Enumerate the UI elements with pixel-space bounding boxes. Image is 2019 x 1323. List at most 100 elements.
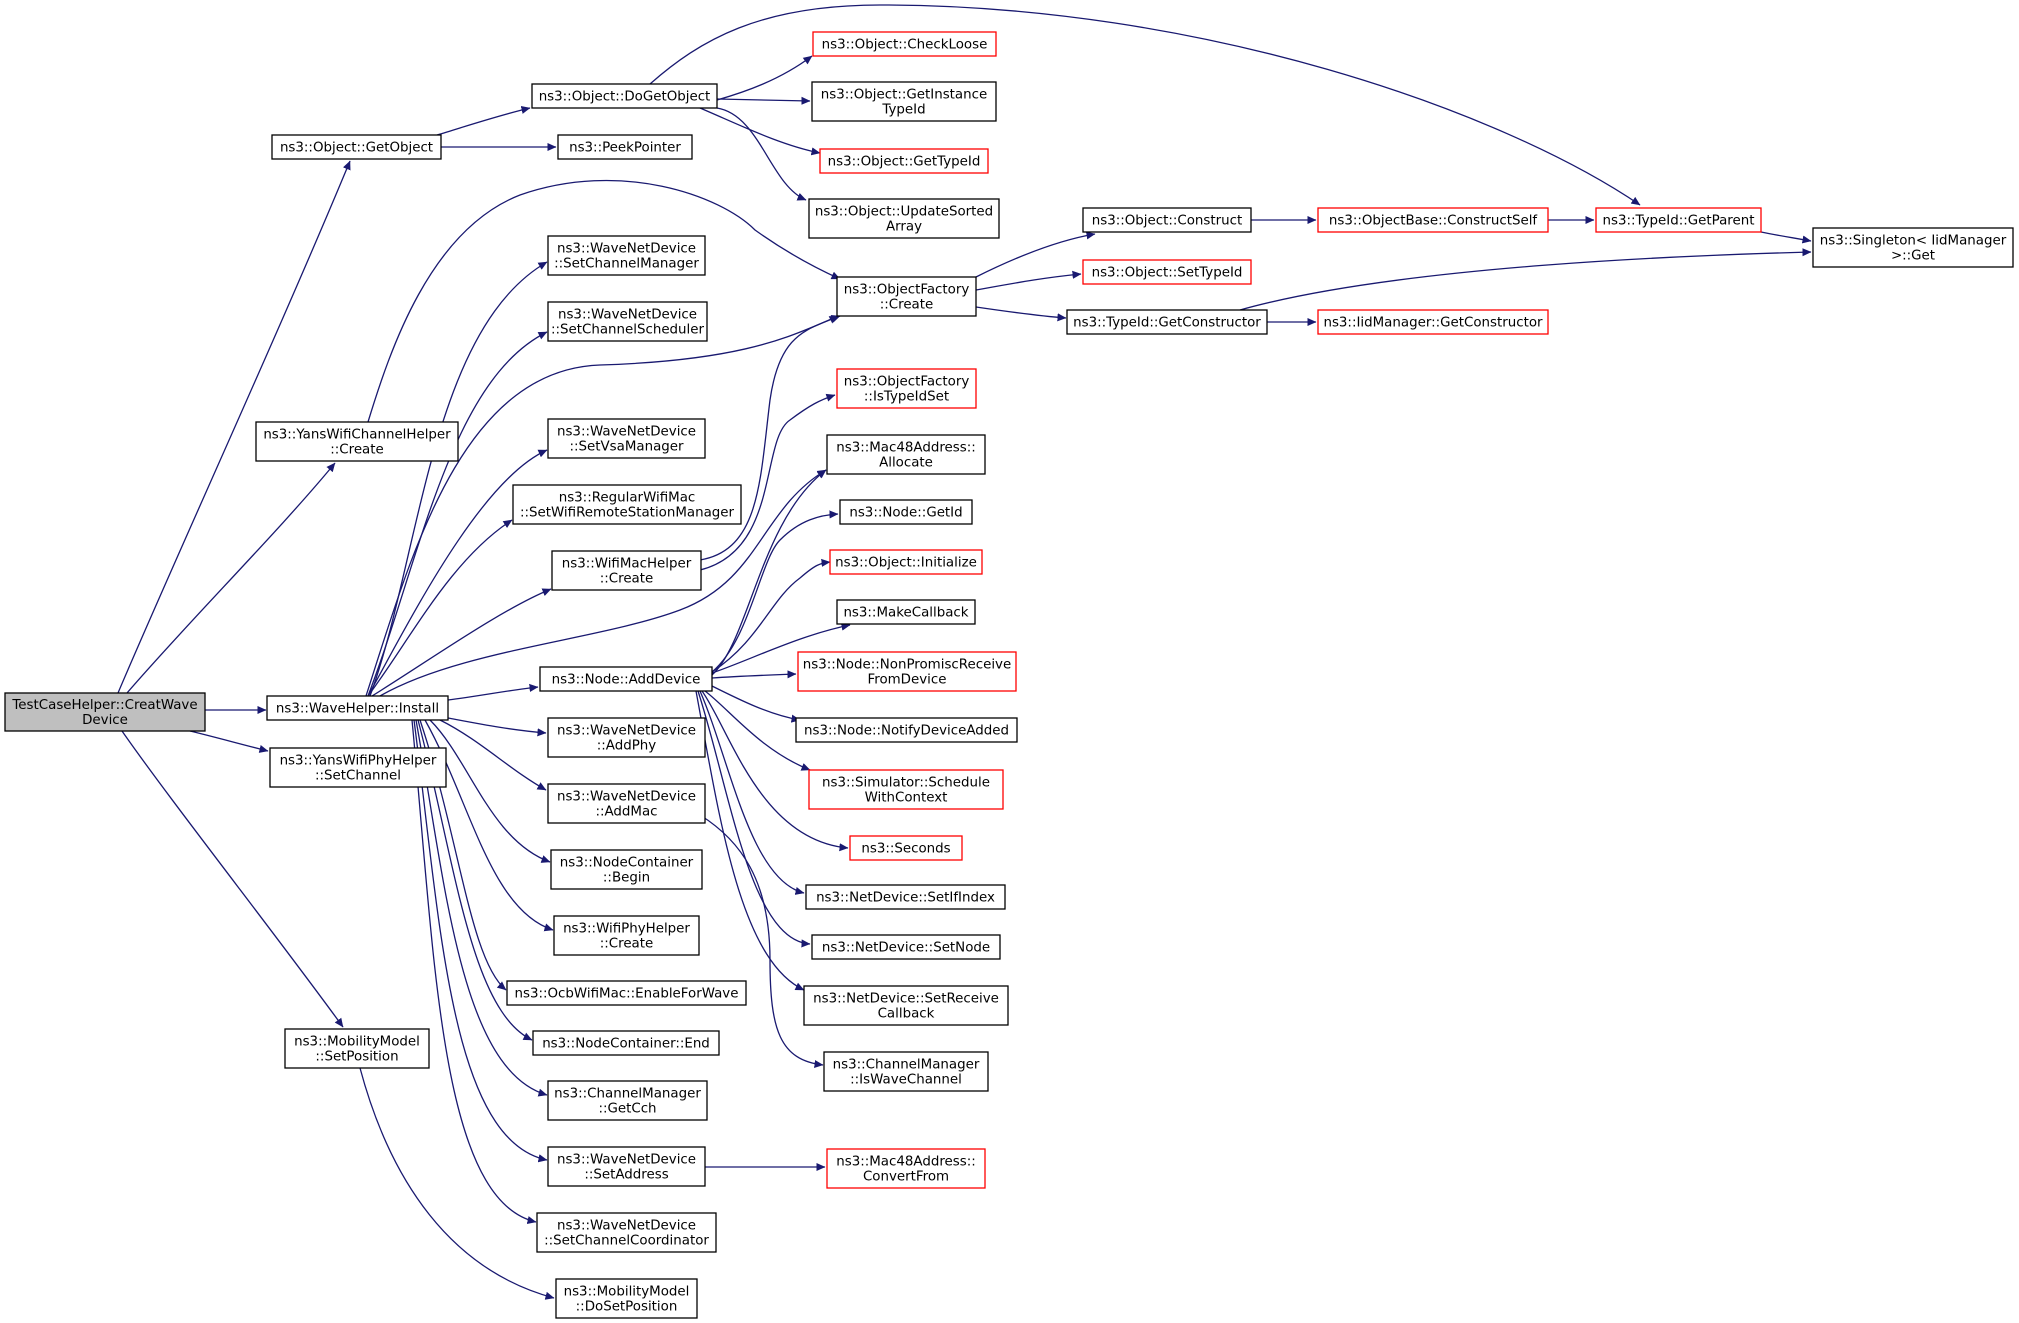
node-label-line: ns3::Object::GetObject [280,141,433,156]
node-label-line: Allocate [879,456,933,471]
node-label-line: ::IsTypeIdSet [864,390,949,405]
node-box [836,599,976,625]
node-label-line: ConvertFrom [863,1170,949,1185]
node-notifyadded[interactable]: ns3::Node::NotifyDeviceAdded [795,717,1018,743]
node-wifimachelper[interactable]: ns3::WifiMacHelper::Create [551,550,702,591]
node-ofistypeidset[interactable]: ns3::ObjectFactory::IsTypeIdSet [836,368,977,409]
node-box [849,835,963,861]
node-addphy[interactable]: ns3::WaveNetDevice::AddPhy [547,717,706,758]
node-label-line: ::SetVsaManager [569,440,684,455]
node-mac48alloc[interactable]: ns3::Mac48Address::Allocate [826,434,986,475]
node-setvsa[interactable]: ns3::WaveNetDevice::SetVsaManager [547,418,706,459]
node-box [531,83,718,109]
node-nodeadddevice[interactable]: ns3::Node::AddDevice [539,666,713,692]
node-label-line: ns3::IidManager::GetConstructor [1323,316,1543,331]
node-box [805,884,1006,910]
edge-getparent-to-singleton [1760,231,1812,244]
node-getparent[interactable]: ns3::TypeId::GetParent [1595,207,1762,233]
node-ocbenable[interactable]: ns3::OcbWifiMac::EnableForWave [506,980,747,1006]
node-peekpointer[interactable]: ns3::PeekPointer [557,134,693,160]
node-box [557,134,693,160]
edge-root-to-getobject [117,160,351,694]
node-label-line: ns3::Node::NonPromiscReceive [803,658,1011,673]
node-mac48conv[interactable]: ns3::Mac48Address::ConvertFrom [826,1148,986,1189]
node-box [547,418,706,459]
node-construct[interactable]: ns3::Object::Construct [1082,207,1252,233]
node-nodegetid[interactable]: ns3::Node::GetId [839,499,973,525]
node-box [271,134,442,160]
node-label-line: ::GetCch [598,1102,656,1117]
node-mobdosetpos[interactable]: ns3::MobilityModel::DoSetPosition [555,1278,698,1319]
node-makecallback[interactable]: ns3::MakeCallback [836,599,976,625]
edge-install-to-wifimachelper [371,588,552,697]
node-ncend[interactable]: ns3::NodeContainer::End [532,1030,720,1056]
node-label-line: ns3::OcbWifiMac::EnableForWave [515,987,739,1002]
node-iswavechan[interactable]: ns3::ChannelManager::IsWaveChannel [823,1051,989,1092]
node-setchanmgr[interactable]: ns3::WaveNetDevice::SetChannelManager [547,235,706,276]
node-label-line: ns3::Simulator::Schedule [822,776,990,791]
node-seconds[interactable]: ns3::Seconds [849,835,963,861]
node-label-line: ns3::Object::Construct [1092,214,1243,229]
edge-nodeadddevice-to-nodegetid [711,510,839,673]
edge-root-to-yanschan [126,462,336,694]
edge-nodeadddevice-to-simschedule [704,690,811,771]
node-label-line: ns3::Object::DoGetObject [539,90,711,105]
node-mobsetpos[interactable]: ns3::MobilityModel::SetPosition [284,1028,430,1069]
edge-nodeadddevice-to-seconds [701,690,849,852]
node-settypeid[interactable]: ns3::Object::SetTypeId [1082,259,1252,285]
node-setchansched[interactable]: ns3::WaveNetDevice::SetChannelScheduler [547,301,708,342]
node-box [506,980,747,1006]
node-box [539,666,713,692]
node-label-line: ns3::PeekPointer [569,141,681,156]
node-box [808,198,1000,239]
node-label-line: ns3::Object::Initialize [835,556,977,571]
node-ofcreate[interactable]: ns3::ObjectFactory::Create [836,276,977,317]
edge-install-to-setchanmgr [369,261,548,697]
node-label-line: ::SetChannelCoordinator [544,1234,709,1249]
node-singleton[interactable]: ns3::Singleton< IidManager>::Get [1812,227,2014,268]
node-yanschan[interactable]: ns3::YansWifiChannelHelper::Create [255,421,459,462]
node-setaddress[interactable]: ns3::WaveNetDevice::SetAddress [547,1146,706,1187]
node-box [1082,207,1252,233]
node-box [795,717,1018,743]
node-checkloose[interactable]: ns3::Object::CheckLoose [812,31,997,57]
node-label-line: ns3::Object::CheckLoose [822,38,988,53]
node-getobject[interactable]: ns3::Object::GetObject [271,134,442,160]
node-regwifimac[interactable]: ns3::RegularWifiMac::SetWifiRemoteStatio… [512,484,742,525]
node-label-line: Callback [878,1007,935,1022]
node-addmac[interactable]: ns3::WaveNetDevice::AddMac [547,783,706,824]
node-dogetobject[interactable]: ns3::Object::DoGetObject [531,83,718,109]
node-getconstructor[interactable]: ns3::TypeId::GetConstructor [1066,309,1268,335]
node-yansphy[interactable]: ns3::YansWifiPhyHelper::SetChannel [269,747,447,788]
node-setnode[interactable]: ns3::NetDevice::SetNode [811,934,1001,960]
node-gettypeid[interactable]: ns3::Object::GetTypeId [819,148,989,174]
node-label-line: ns3::WifiMacHelper [562,557,692,572]
node-label-line: ns3::NetDevice::SetIfIndex [816,891,995,906]
node-box [532,1030,720,1056]
edge-dogetobject-to-gettypeid [699,107,821,156]
node-box [536,1212,717,1253]
node-constructself[interactable]: ns3::ObjectBase::ConstructSelf [1317,207,1549,233]
node-label-line: ::AddPhy [597,739,657,754]
node-box [284,1028,430,1069]
node-box [1066,309,1268,335]
edge-dogetobject-to-getparent [649,4,1641,206]
node-setchancoord[interactable]: ns3::WaveNetDevice::SetChannelCoordinato… [536,1212,717,1253]
node-label-line: WithContext [865,791,948,806]
node-box [819,148,989,174]
node-wifiphyhelper[interactable]: ns3::WifiPhyHelper::Create [553,915,700,956]
node-iidgetctor[interactable]: ns3::IidManager::GetConstructor [1317,309,1549,335]
node-box [839,499,973,525]
edge-ofcreate-to-construct [975,231,1096,278]
node-install[interactable]: ns3::WaveHelper::Install [266,695,449,721]
node-objinit[interactable]: ns3::Object::Initialize [829,549,983,575]
node-label-line: ns3::WaveNetDevice [557,1153,696,1168]
node-ncbegin[interactable]: ns3::NodeContainer::Begin [550,849,703,890]
node-setifindex[interactable]: ns3::NetDevice::SetIfIndex [805,884,1006,910]
node-getcch[interactable]: ns3::ChannelManager::GetCch [547,1080,708,1121]
